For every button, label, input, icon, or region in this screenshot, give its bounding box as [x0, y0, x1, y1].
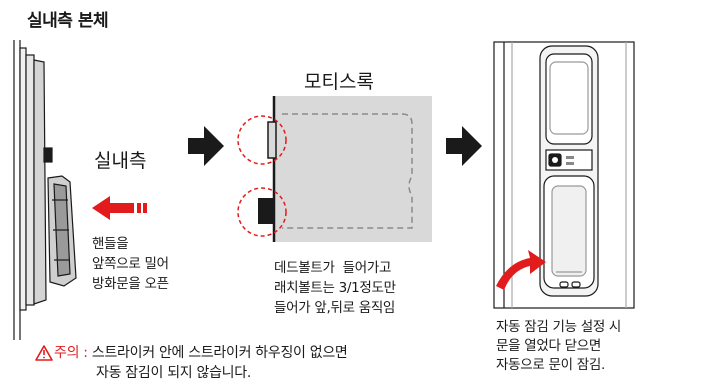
indoor-body-side-view	[13, 40, 77, 340]
handle-instruction-line: 핸들을	[92, 236, 129, 252]
mortise-label: 모티스록	[304, 71, 374, 93]
handle-instruction: 핸들을 앞쪽으로 밀어 방화문을 오픈	[92, 234, 169, 294]
auto-lock-note: 자동 잠김 기능 설정 시 문을 열었다 닫으면 자동으로 문이 잠김.	[496, 318, 621, 375]
right-arrow-icon	[188, 126, 224, 166]
page-title: 실내측 본체	[27, 11, 109, 31]
auto-lock-note-line: 자동으로 문이 잠김.	[496, 357, 605, 373]
warning-triangle-icon	[35, 345, 53, 361]
handle-instruction-line: 앞쪽으로 밀어	[92, 256, 169, 272]
deadbolt-note-line: 래치볼트는 3/1정도만	[274, 280, 396, 296]
deadbolt-note-line: 들어가 앞,뒤로 움직임	[274, 300, 396, 316]
door-lock-front-view	[493, 41, 635, 309]
handle-instruction-line: 방화문을 오픈	[92, 276, 169, 292]
curved-arrow-icon	[496, 250, 546, 290]
deadbolt-note-line: 데드볼트가 들어가고	[274, 260, 392, 276]
warning-line-2: 자동 잠김이 되지 않습니다.	[96, 365, 251, 381]
warning-label: 주의 :	[54, 345, 88, 361]
auto-lock-note-line: 자동 잠김 기능 설정 시	[496, 319, 622, 335]
auto-lock-note-line: 문을 열었다 닫으면	[496, 338, 601, 354]
indoor-label: 실내측	[94, 150, 147, 172]
push-arrow-icon	[92, 196, 147, 220]
deadbolt-note: 데드볼트가 들어가고 래치볼트는 3/1정도만 들어가 앞,뒤로 움직임	[274, 258, 396, 318]
mortise-lock-diagram	[237, 96, 432, 242]
warning-line-1: 스트라이커 안에 스트라이커 하우징이 없으면	[91, 345, 348, 361]
right-arrow-icon	[446, 126, 482, 166]
warning-note: 주의 : 스트라이커 안에 스트라이커 하우징이 없으면 자동 잠김이 되지 않…	[36, 343, 348, 383]
